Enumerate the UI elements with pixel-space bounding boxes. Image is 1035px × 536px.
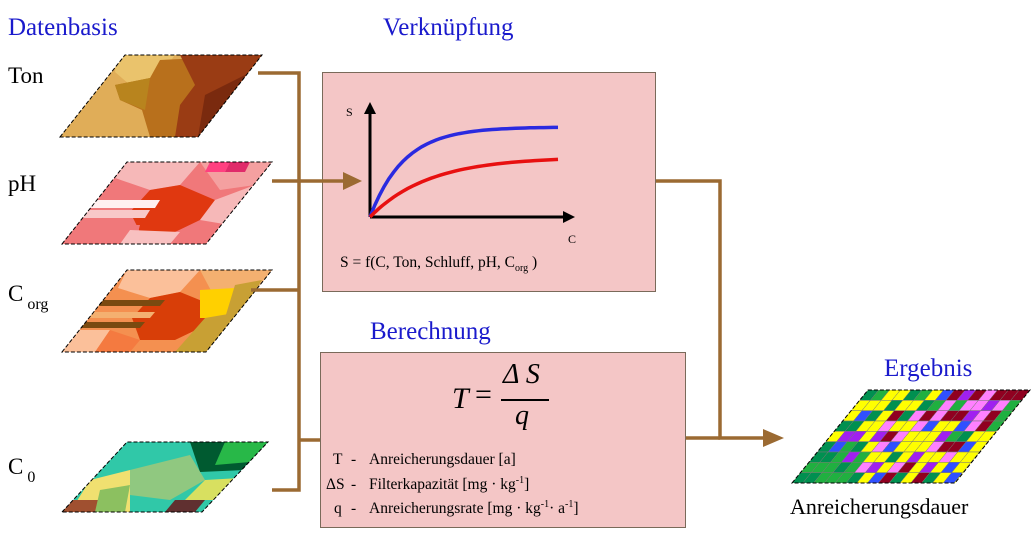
layer-map-corg [60, 269, 274, 353]
result-cell [877, 472, 899, 483]
layer-map-c0 [60, 441, 270, 513]
result-cell [834, 472, 855, 483]
legend-row-ds: ΔS-Filterkapazität [mg · kg-1] [326, 475, 530, 494]
arrow-to-linkage [343, 172, 362, 190]
calculation-box [320, 352, 686, 528]
heading-calculation: Berechnung [370, 318, 491, 345]
layer-label-clay: Ton [8, 63, 44, 88]
heading-data-basis: Datenbasis [8, 14, 118, 41]
layer-map-clay [58, 54, 264, 138]
linkage-box [322, 72, 656, 292]
heading-linkage: Verknüpfung [383, 14, 514, 41]
result-map [790, 389, 1032, 484]
graph-x-label: C [568, 232, 576, 246]
result-cell [813, 472, 834, 483]
result-cell [942, 472, 963, 483]
fraction-bar [501, 399, 549, 401]
series-curve-red [368, 157, 559, 219]
series-curve-blue [368, 125, 558, 218]
equation-lhs: T [452, 382, 469, 415]
legend-row-t: T-Anreicherungsdauer [a] [333, 451, 516, 468]
equation-equals: = [475, 378, 492, 411]
heading-result: Ergebnis [884, 355, 973, 382]
layer-map-ph [60, 161, 274, 245]
arrow-to-result [763, 429, 784, 447]
result-cell [823, 472, 845, 483]
relationship-graph [364, 102, 575, 223]
equation-numerator: Δ S [503, 359, 540, 390]
result-cell [845, 472, 866, 483]
result-cell [802, 472, 823, 483]
linkage-formula: S = f(C, Ton, Schluff, pH, Corg ) [340, 254, 538, 275]
result-label: Anreicherungsdauer [790, 494, 969, 519]
graph-y-label: S [346, 105, 353, 119]
connector-lines [251, 71, 766, 492]
result-cell [867, 472, 888, 483]
legend-row-q: q-Anreicherungsrate [mg · kg-1· a-1] [334, 499, 579, 518]
result-cell [921, 472, 942, 483]
result-cell [931, 472, 953, 483]
equation-denominator: q [515, 400, 529, 431]
result-cell [910, 472, 931, 483]
result-cell [888, 472, 909, 483]
result-cell [856, 472, 877, 483]
result-cell [899, 472, 920, 483]
layer-label-ph: pH [8, 171, 37, 196]
